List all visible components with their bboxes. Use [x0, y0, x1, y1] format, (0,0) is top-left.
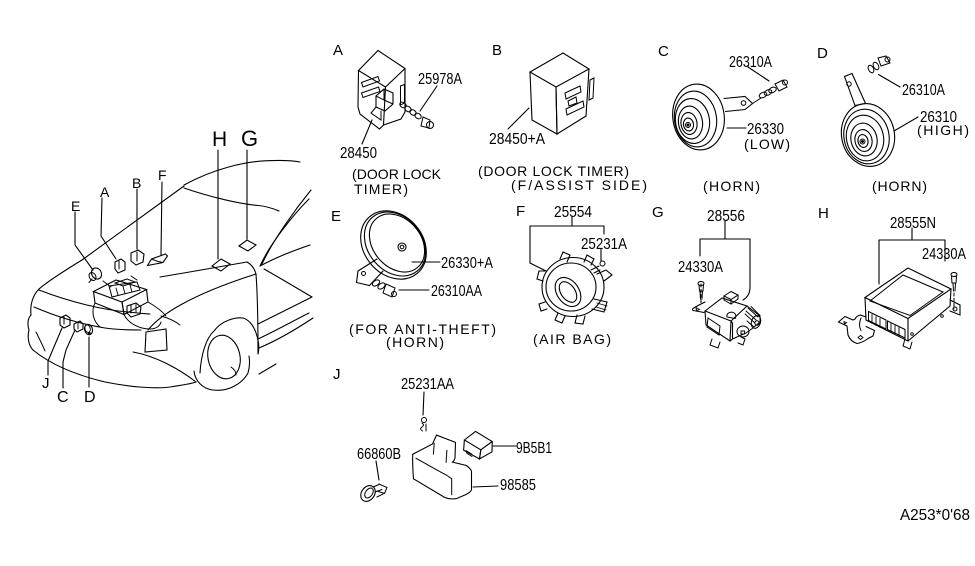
- svg-text:F: F: [158, 167, 167, 183]
- svg-text:26310A: 26310A: [902, 82, 945, 99]
- svg-text:98585: 98585: [500, 477, 536, 494]
- svg-text:F: F: [516, 203, 525, 220]
- svg-text:J: J: [42, 375, 50, 392]
- svg-text:24330A: 24330A: [922, 246, 966, 263]
- svg-text:H: H: [212, 128, 227, 151]
- svg-text:25554: 25554: [554, 204, 592, 221]
- svg-text:D: D: [84, 389, 96, 406]
- svg-text:G: G: [241, 126, 258, 151]
- svg-text:A: A: [100, 184, 110, 200]
- svg-text:A: A: [333, 42, 343, 59]
- svg-text:E: E: [71, 198, 80, 214]
- svg-text:28556: 28556: [707, 208, 745, 225]
- svg-text:26330: 26330: [747, 121, 784, 138]
- svg-text:24330A: 24330A: [678, 259, 723, 276]
- svg-text:(AIR BAG): (AIR BAG): [533, 331, 611, 347]
- svg-text:25978A: 25978A: [418, 71, 462, 88]
- svg-text:(DOOR LOCK TIMER): (DOOR LOCK TIMER): [478, 163, 629, 179]
- svg-text:26310: 26310: [920, 109, 957, 126]
- svg-text:66860B: 66860B: [357, 446, 401, 463]
- svg-text:D: D: [817, 45, 828, 62]
- svg-text:(HIGH): (HIGH): [917, 122, 969, 138]
- svg-text:25231A: 25231A: [581, 236, 627, 253]
- svg-text:B: B: [492, 42, 502, 59]
- svg-text:28450: 28450: [340, 145, 377, 162]
- svg-text:28555N: 28555N: [890, 215, 936, 232]
- svg-text:J: J: [333, 366, 341, 383]
- svg-text:H: H: [818, 205, 829, 222]
- svg-text:G: G: [652, 204, 664, 221]
- svg-text:E: E: [331, 208, 341, 225]
- svg-text:(DOOR LOCK: (DOOR LOCK: [352, 166, 442, 182]
- svg-text:28450+A: 28450+A: [489, 131, 545, 148]
- svg-text:26330+A: 26330+A: [441, 255, 493, 272]
- svg-text:(F/ASSIST SIDE): (F/ASSIST SIDE): [511, 177, 647, 193]
- svg-text:26310AA: 26310AA: [431, 283, 482, 300]
- svg-text:B: B: [132, 175, 141, 191]
- svg-text:C: C: [658, 43, 669, 60]
- svg-text:(FOR ANTI-THEFT): (FOR ANTI-THEFT): [349, 321, 496, 337]
- svg-text:9B5B1: 9B5B1: [516, 440, 552, 457]
- svg-text:C: C: [57, 389, 69, 406]
- svg-text:TIMER): TIMER): [354, 181, 408, 197]
- svg-text:26310A: 26310A: [729, 54, 772, 71]
- svg-text:(LOW): (LOW): [744, 136, 790, 152]
- svg-text:(HORN): (HORN): [872, 178, 927, 194]
- svg-text:A253*0'68: A253*0'68: [900, 507, 970, 524]
- svg-text:25231AA: 25231AA: [401, 376, 454, 393]
